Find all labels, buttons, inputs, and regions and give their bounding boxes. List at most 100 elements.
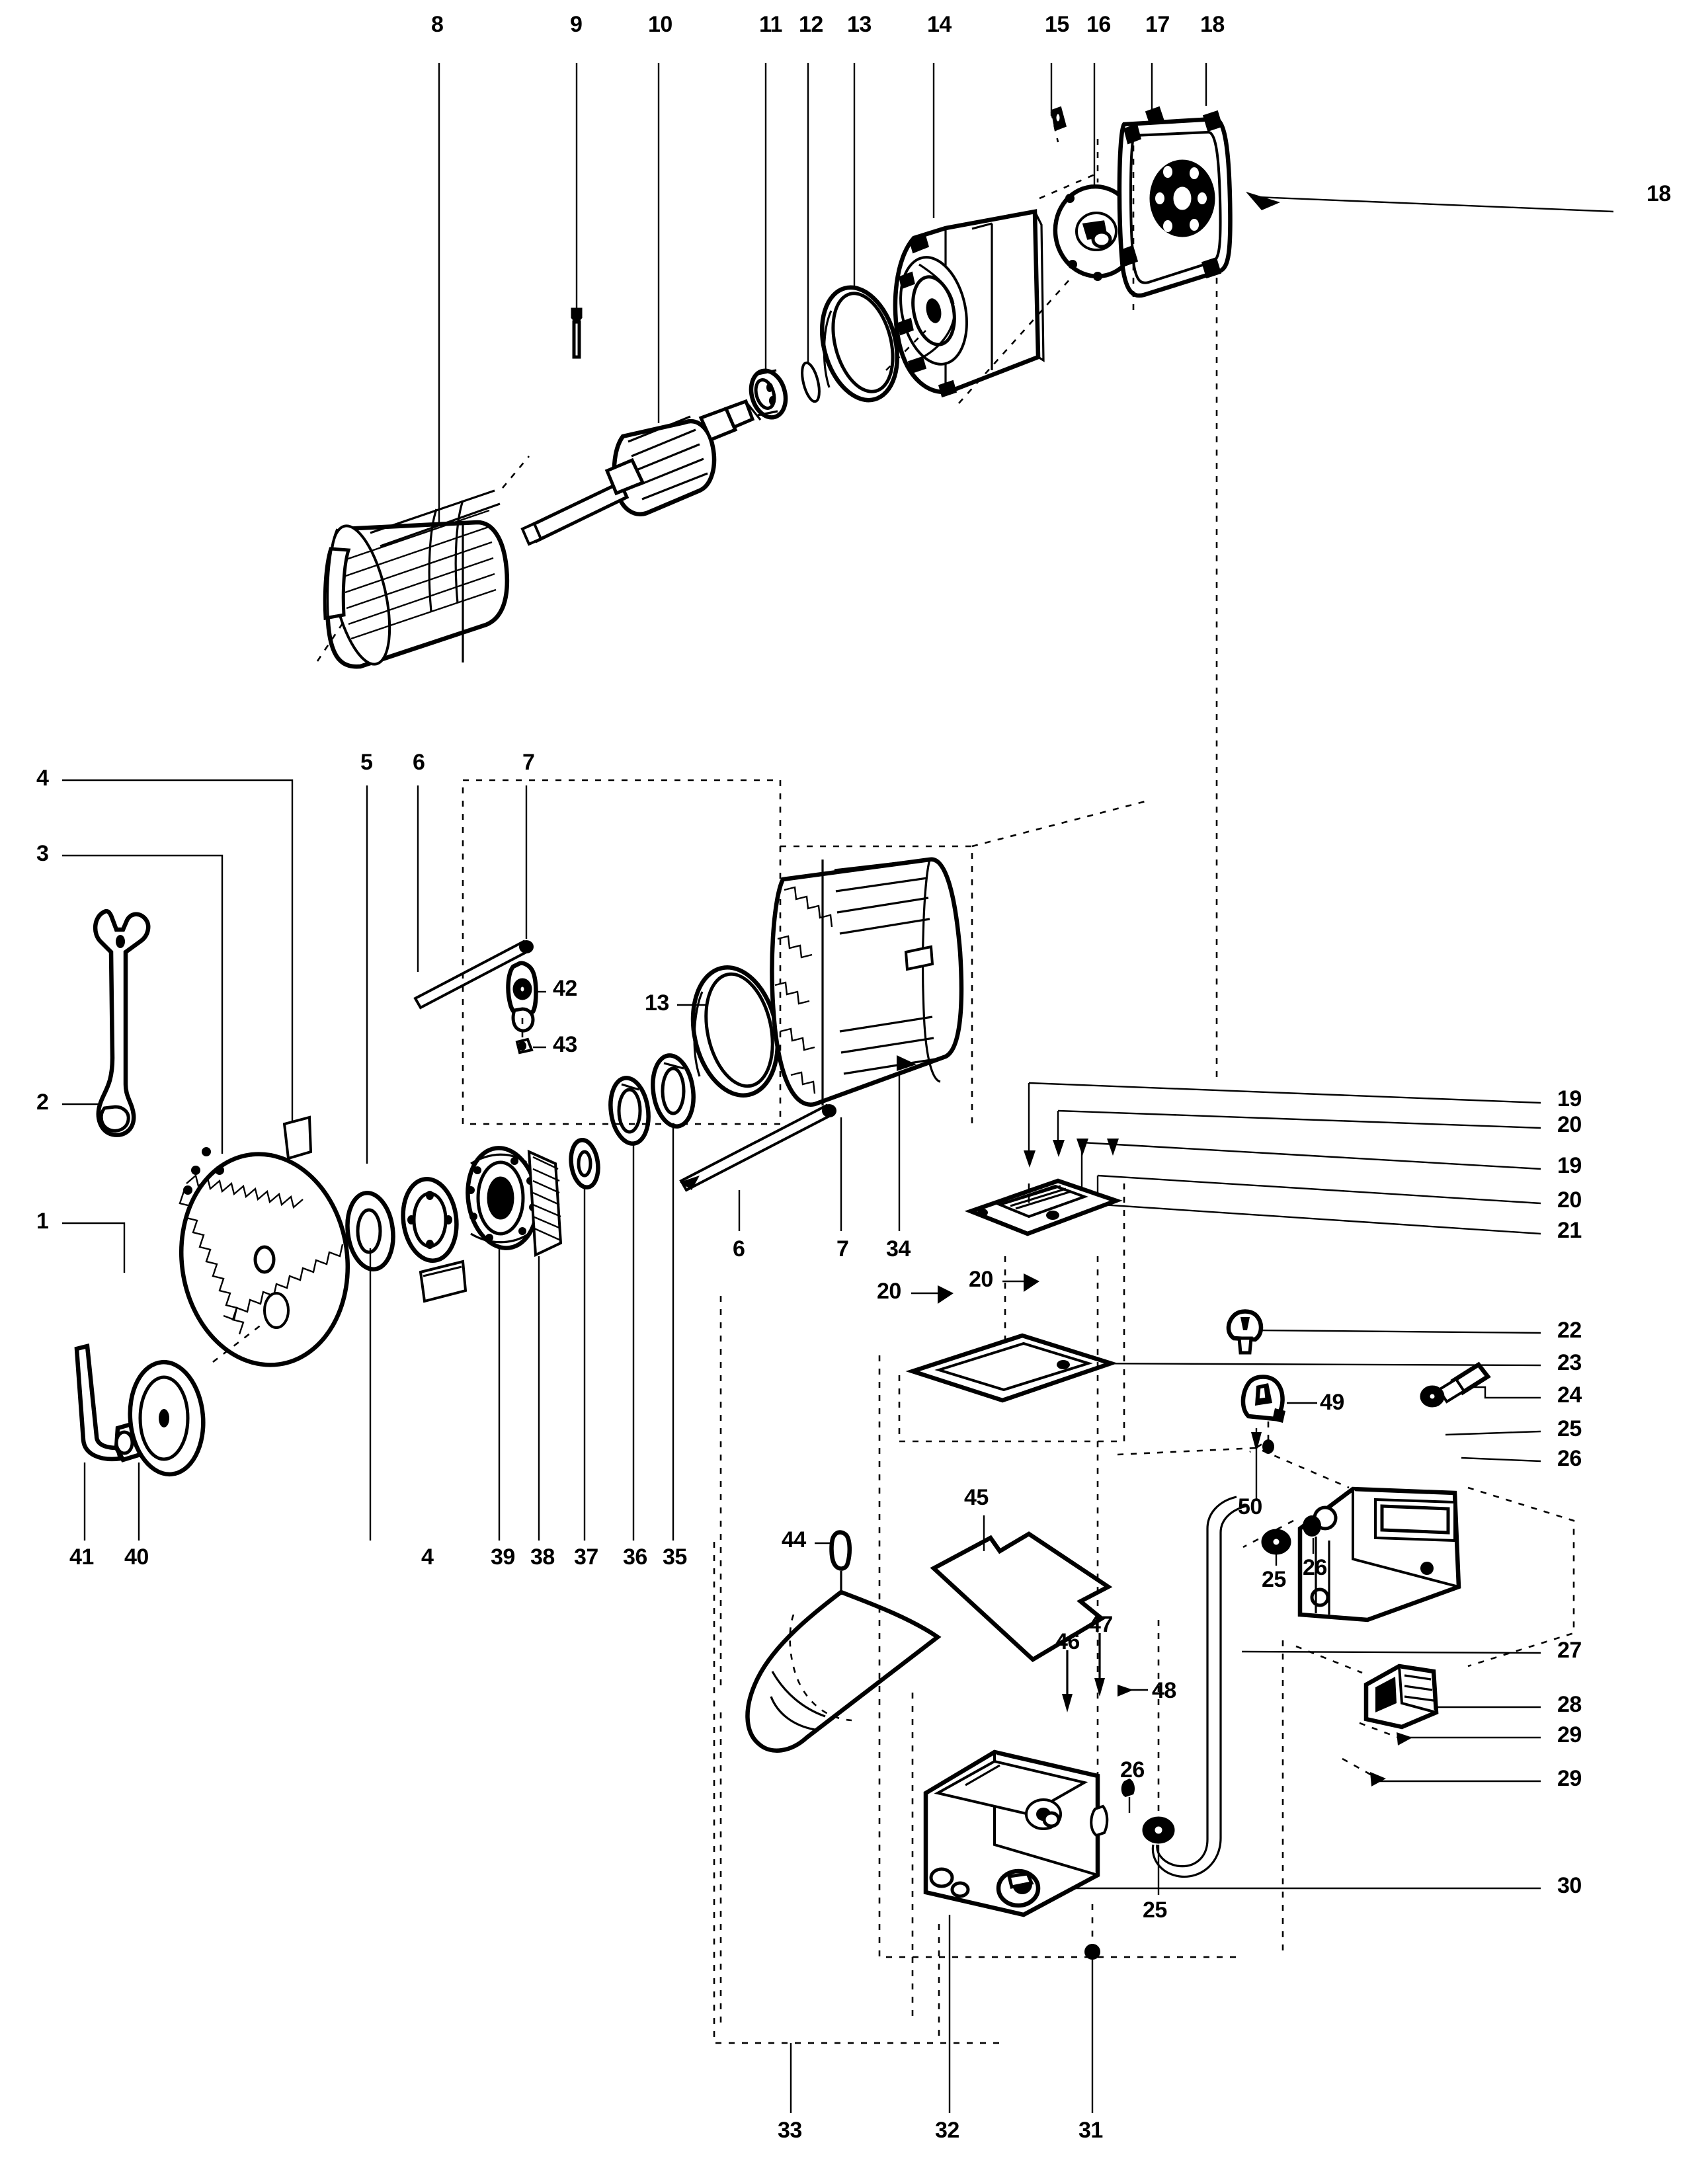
callout-28: 28 — [1557, 1692, 1582, 1717]
callout-31: 31 — [1078, 2118, 1103, 2143]
part-5-washer — [345, 1191, 395, 1271]
callout-42: 42 — [553, 976, 577, 1001]
callout-13-mid: 13 — [645, 990, 669, 1016]
callout-25-right: 25 — [1557, 1416, 1582, 1441]
callout-4: 4 — [36, 766, 49, 791]
callout-49: 49 — [1320, 1390, 1344, 1415]
callout-50: 50 — [1238, 1494, 1262, 1519]
callout-15: 15 — [1045, 12, 1069, 37]
callout-1: 1 — [36, 1209, 49, 1234]
callout-10: 10 — [648, 12, 672, 37]
axis-link-3 — [885, 330, 926, 371]
part-49-knob — [1240, 1375, 1285, 1423]
part-37-small-washer — [569, 1137, 600, 1190]
callout-12: 12 — [799, 12, 823, 37]
callout-24: 24 — [1557, 1383, 1582, 1408]
callout-27: 27 — [1557, 1638, 1582, 1663]
axis-1-dash — [212, 1321, 265, 1363]
part-10-armature — [520, 399, 762, 546]
part-36-spring-washer — [608, 1076, 651, 1146]
callout-20-c: 20 — [877, 1279, 901, 1304]
part-31-cord — [1151, 1496, 1246, 1878]
callout-4-bottom: 4 — [421, 1544, 434, 1570]
box-mid-dash — [462, 779, 782, 1125]
callout-29-a: 29 — [1557, 1722, 1582, 1747]
part-25-26-mid — [1261, 1515, 1321, 1566]
part-46-screw — [1062, 1650, 1073, 1712]
part-25-washer-right — [1420, 1385, 1445, 1408]
part-4-bracket — [282, 1115, 468, 1303]
part-3-saw-blade — [179, 1147, 350, 1367]
axis-link-2 — [958, 277, 1072, 404]
callout-20-a: 20 — [1557, 1112, 1582, 1137]
callout-44: 44 — [782, 1527, 806, 1552]
axis-8b — [502, 456, 530, 489]
callout-23: 23 — [1557, 1350, 1582, 1375]
part-13-band-ring-top — [819, 285, 900, 403]
callout-21: 21 — [1557, 1218, 1582, 1243]
part-8-motor-housing — [323, 489, 510, 669]
part-13-band-ring-mid — [690, 965, 780, 1098]
axis-link-1 — [1039, 172, 1098, 200]
part-38-gear-assembly — [466, 1146, 563, 1258]
callout-9: 9 — [570, 12, 583, 37]
callout-30: 30 — [1557, 1873, 1582, 1898]
callout-3: 3 — [36, 841, 49, 866]
part-42-lever — [506, 961, 538, 1033]
part-41-hex-key — [74, 1343, 124, 1462]
part-15-screw — [1051, 106, 1067, 132]
part-11-bearing — [749, 368, 788, 420]
part-6-rod-bottom — [679, 1103, 836, 1192]
part-39-plate — [401, 1177, 459, 1263]
part-27-handle-body — [1297, 1486, 1461, 1623]
callout-36: 36 — [623, 1544, 647, 1570]
callout-6: 6 — [413, 750, 425, 775]
callout-46: 46 — [1055, 1629, 1080, 1654]
callout-6-lower: 6 — [733, 1236, 745, 1262]
callout-26-n: 26 — [1303, 1555, 1327, 1580]
part-34-field-stator — [770, 857, 964, 1107]
callout-18-arrow — [1246, 192, 1614, 213]
callout-20-arrows — [911, 1273, 1039, 1304]
callout-20-b: 20 — [1557, 1187, 1582, 1213]
dash-27-bound — [1467, 1486, 1575, 1667]
dash-29b — [1342, 1757, 1376, 1779]
callout-19-b: 19 — [1557, 1153, 1582, 1178]
callout-25-mid: 25 — [1143, 1898, 1167, 1923]
callout-34: 34 — [886, 1236, 911, 1262]
callout-16: 16 — [1086, 12, 1111, 37]
dash-27-link — [1117, 1447, 1350, 1489]
part-33-dust-sleeve — [745, 1589, 942, 1753]
callout-40: 40 — [124, 1544, 149, 1570]
callout-43: 43 — [553, 1032, 577, 1057]
part-43-screw — [515, 1037, 534, 1055]
part-26-25-switchbox — [1121, 1779, 1175, 1895]
callout-29-b: 29 — [1557, 1766, 1582, 1791]
part-2-wrench — [93, 908, 151, 1137]
callout-7: 7 — [522, 750, 535, 775]
part-18-cover-plate — [1117, 110, 1233, 298]
right-callout-lines — [1028, 1082, 1541, 1890]
part-6-rod-top — [413, 940, 534, 1010]
callout-33: 33 — [778, 2118, 802, 2143]
callout-38: 38 — [530, 1544, 555, 1570]
part-24-screw — [1437, 1361, 1491, 1404]
callout-22: 22 — [1557, 1318, 1582, 1343]
dash-28-link — [1295, 1645, 1363, 1674]
part-14-gear-case — [893, 209, 1045, 398]
part-12-washer — [801, 361, 821, 403]
part-45-gasket — [930, 1531, 1113, 1663]
callout-37: 37 — [574, 1544, 598, 1570]
callout-19-a: 19 — [1557, 1086, 1582, 1111]
callout-39: 39 — [491, 1544, 515, 1570]
callout-26-mid: 26 — [1120, 1757, 1145, 1783]
part-21-terminal-plate — [964, 1178, 1123, 1236]
top-leader-lines — [438, 63, 1207, 522]
part-1-alt-washer — [263, 1292, 290, 1329]
part-44-pin — [829, 1530, 852, 1571]
part-28-brush-holder — [1363, 1663, 1439, 1730]
callout-35: 35 — [663, 1544, 687, 1570]
part-47-screw — [1094, 1633, 1105, 1697]
callout-47: 47 — [1088, 1612, 1113, 1637]
